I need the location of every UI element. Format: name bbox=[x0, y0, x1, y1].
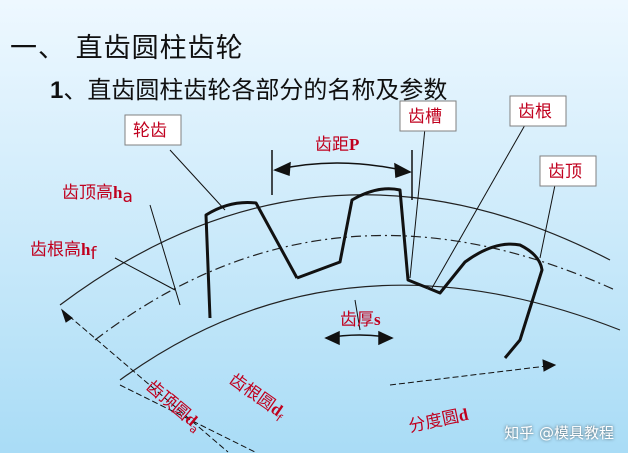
sub-heading: 1、直齿圆柱齿轮各部分的名称及参数 bbox=[50, 70, 447, 105]
sub-heading-text: 、直齿圆柱齿轮各部分的名称及参数 bbox=[63, 76, 448, 104]
label-tooth-space: 齿槽 bbox=[408, 107, 442, 127]
gear-tooth-2 bbox=[296, 187, 429, 290]
leader-tooth-thickness bbox=[354, 299, 361, 331]
gear-tooth-3 bbox=[427, 242, 544, 359]
pitch-arrow-right-head bbox=[394, 162, 412, 179]
label-pitch-circle: 分度圆d bbox=[407, 405, 471, 437]
pitch-diameter-arrow-head bbox=[542, 359, 557, 372]
leader-gear-tooth bbox=[169, 149, 226, 211]
label-pitch: 齿距P bbox=[315, 135, 359, 155]
label-addendum-part: 齿顶 bbox=[548, 162, 582, 182]
label-root-circle: 齿根圆df bbox=[224, 370, 290, 426]
watermark: 知乎 @模具教程 bbox=[504, 424, 614, 442]
label-tip-circle: 齿顶圆da bbox=[141, 377, 207, 437]
leader-dedendum-height bbox=[114, 257, 176, 291]
pitch-diameter-line bbox=[389, 364, 556, 386]
pitch-arrow-line bbox=[274, 162, 411, 173]
leader-addendum-part bbox=[539, 184, 556, 259]
label-box-addendum-part bbox=[539, 155, 597, 187]
thickness-arrow-left-head bbox=[324, 330, 340, 346]
sub-heading-number: 1 bbox=[50, 77, 64, 104]
thickness-arrow-right-head bbox=[378, 330, 394, 346]
main-heading: 一、 直齿圆柱齿轮 bbox=[10, 33, 244, 64]
pitch-circle-arc bbox=[94, 235, 616, 341]
label-gear-tooth: 轮齿 bbox=[133, 121, 167, 141]
label-tooth-thickness: 齿厚s bbox=[340, 310, 381, 330]
label-dedendum-height: 齿根高hf bbox=[30, 240, 97, 264]
leader-tooth-space bbox=[409, 127, 426, 279]
label-addendum-height: 齿顶高ha bbox=[62, 183, 133, 207]
root-circle-arc bbox=[119, 284, 621, 381]
tip-diameter-line bbox=[61, 309, 229, 453]
label-dedendum-part: 齿根 bbox=[518, 102, 552, 122]
root-diameter-line bbox=[119, 384, 256, 453]
label-box-tooth-space bbox=[399, 100, 457, 132]
tip-diameter-arrow-head bbox=[60, 308, 73, 323]
tip-circle-arc bbox=[59, 194, 611, 306]
label-box-gear-tooth bbox=[124, 114, 182, 146]
pitch-arrow-left-head bbox=[273, 161, 291, 177]
leader-dedendum-part bbox=[431, 124, 526, 289]
leader-addendum-height bbox=[149, 204, 181, 306]
label-box-dedendum-part bbox=[509, 95, 567, 127]
gear-tooth-1 bbox=[204, 201, 299, 319]
